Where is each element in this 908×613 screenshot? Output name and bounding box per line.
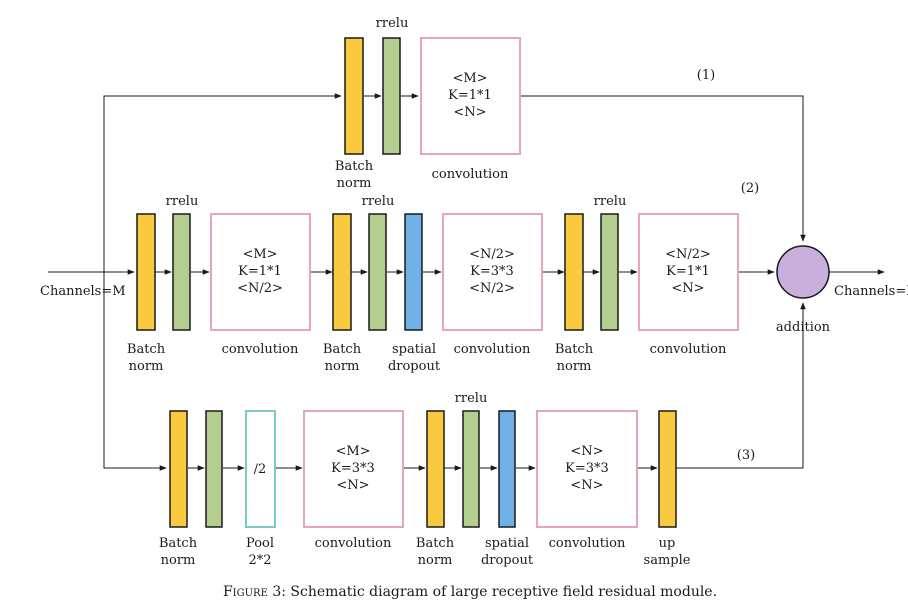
mid-convolution-block-3 — [638, 213, 739, 331]
bot-rrelu-label: rrelu — [455, 391, 488, 406]
mid-conv-label-2: convolution — [454, 342, 531, 357]
mid-rrelu-label-3: rrelu — [594, 194, 627, 209]
mid-rrelu-block-3 — [600, 213, 619, 331]
top-conv-line-1: <M> — [452, 71, 487, 86]
figure-caption: Figure 3: Schematic diagram of large rec… — [223, 584, 717, 600]
top-conv-line-2: K=1*1 — [448, 88, 492, 103]
bot-sample-label: sample — [644, 553, 691, 568]
bot-conv-label-2: convolution — [549, 536, 626, 551]
branch-bottom-arrow — [103, 272, 167, 471]
mid-norm-label-3: norm — [557, 359, 592, 374]
top-convolution-block — [420, 37, 521, 155]
path-3-label: (3) — [737, 448, 755, 463]
top-batch-norm-block — [344, 37, 364, 155]
bot-conv2-line-2: K=3*3 — [565, 461, 609, 476]
mid-batch-norm-block-1 — [136, 213, 156, 331]
bot-rrelu-block — [205, 410, 223, 528]
bot-norm-label-1: norm — [161, 553, 196, 568]
path-3-arrow — [676, 302, 806, 469]
bot-batch-label-1: Batch — [159, 536, 198, 551]
bot-convolution-block-2 — [536, 410, 638, 528]
mid-conv2-line-3: <N/2> — [469, 281, 515, 296]
bot-convolution-block-1 — [303, 410, 404, 528]
path-2-label: (2) — [741, 181, 759, 196]
mid-conv3-line-2: K=1*1 — [666, 264, 710, 279]
input-channels-label: Channels=M — [40, 284, 126, 299]
top-conv-line-3: <N> — [453, 105, 486, 120]
bot-spatial-dropout-block — [498, 410, 516, 528]
bot-pool-label: Pool — [246, 536, 274, 551]
path-1-arrow — [520, 95, 806, 242]
bot-conv-label-1: convolution — [315, 536, 392, 551]
output-channels-label: Channels=N — [834, 284, 908, 299]
mid-convolution-block-1 — [210, 213, 311, 331]
mid-conv-label-3: convolution — [650, 342, 727, 357]
addition-node — [776, 245, 830, 299]
mid-conv1-line-2: K=1*1 — [238, 264, 282, 279]
bot-conv1-line-1: <M> — [335, 444, 370, 459]
mid-batch-label-1: Batch — [127, 342, 166, 357]
mid-convolution-block-2 — [442, 213, 543, 331]
path-1-label: (1) — [697, 68, 715, 83]
bot-conv2-line-1: <N> — [570, 444, 603, 459]
mid-conv2-line-2: K=3*3 — [470, 264, 514, 279]
caption-text: Schematic diagram of large receptive fie… — [290, 584, 717, 600]
bot-up-label: up — [659, 536, 676, 551]
bot-rrelu-block-2 — [462, 410, 480, 528]
mid-conv2-line-1: <N/2> — [469, 247, 515, 262]
bot-norm-label-2: norm — [418, 553, 453, 568]
bot-pool-block — [245, 410, 276, 528]
top-rrelu-label: rrelu — [376, 16, 409, 31]
mid-dropout-label: dropout — [388, 359, 441, 374]
mid-conv3-line-1: <N/2> — [665, 247, 711, 262]
top-norm-label: norm — [337, 176, 372, 191]
branch-top-arrow — [103, 93, 342, 272]
top-conv-label: convolution — [432, 167, 509, 182]
addition-label: addition — [776, 320, 831, 335]
caption-prefix: Figure 3: — [223, 584, 286, 600]
mid-conv1-line-1: <M> — [242, 247, 277, 262]
bot-upsample-block — [658, 410, 677, 528]
mid-batch-norm-block-3 — [564, 213, 584, 331]
mid-batch-norm-block-2 — [332, 213, 352, 331]
bot-pool-box-label: /2 — [254, 462, 267, 477]
bot-batch-norm-block-2 — [426, 410, 445, 528]
bot-conv1-line-3: <N> — [336, 478, 369, 493]
bot-conv1-line-2: K=3*3 — [331, 461, 375, 476]
mid-rrelu-label-2: rrelu — [362, 194, 395, 209]
bot-spatial-label: spatial — [485, 536, 529, 551]
top-rrelu-block — [382, 37, 401, 155]
mid-rrelu-block-2 — [368, 213, 387, 331]
mid-spatial-dropout-block — [404, 213, 423, 331]
bot-conv2-line-3: <N> — [570, 478, 603, 493]
mid-conv1-line-3: <N/2> — [237, 281, 283, 296]
mid-rrelu-label-1: rrelu — [166, 194, 199, 209]
bot-pool-size-label: 2*2 — [248, 553, 271, 568]
bot-dropout-label: dropout — [481, 553, 534, 568]
mid-batch-label-3: Batch — [555, 342, 594, 357]
bot-batch-norm-block-1 — [169, 410, 188, 528]
mid-batch-label-2: Batch — [323, 342, 362, 357]
mid-norm-label-1: norm — [129, 359, 164, 374]
mid-rrelu-block-1 — [172, 213, 191, 331]
mid-conv-label-1: convolution — [222, 342, 299, 357]
mid-spatial-label: spatial — [392, 342, 436, 357]
mid-conv3-line-3: <N> — [671, 281, 704, 296]
mid-norm-label-2: norm — [325, 359, 360, 374]
top-batch-label: Batch — [335, 159, 374, 174]
bot-batch-label-2: Batch — [416, 536, 455, 551]
